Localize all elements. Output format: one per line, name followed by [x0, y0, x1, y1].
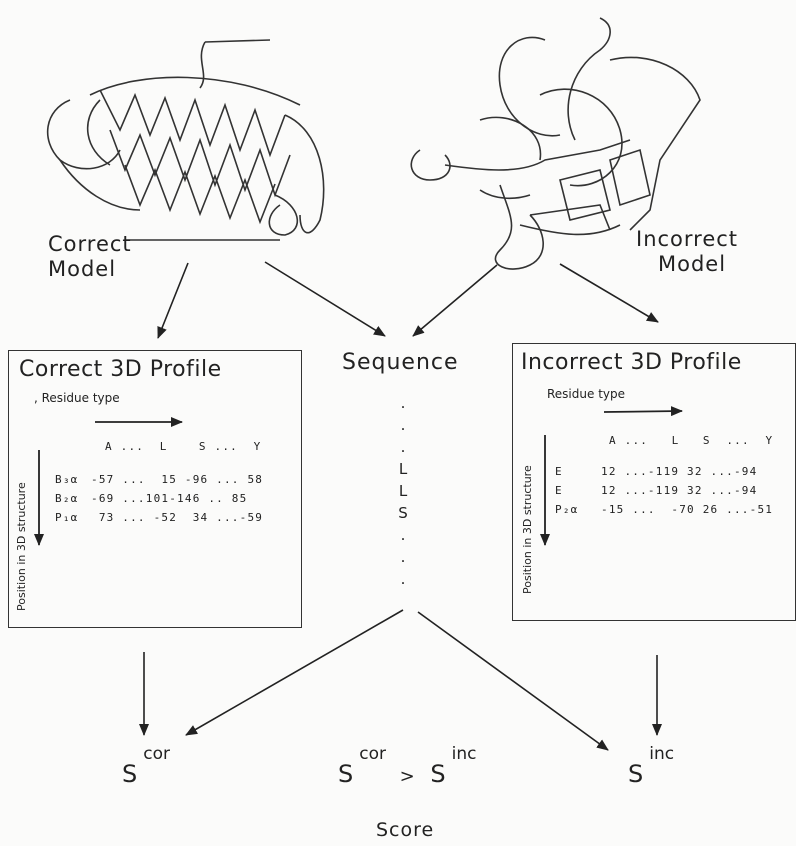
arrow-correct-model-to-profile: [157, 262, 189, 339]
correct-columns-header: A ... L S ... Y: [105, 440, 262, 453]
incorrect-position-label: Position in 3D structure: [521, 465, 534, 594]
profile-row-values: -57 ... 15 -96 ... 58: [91, 473, 264, 486]
correct-model-label: Correct Model: [48, 232, 132, 282]
arrow-sequence-to-score-cor: [185, 609, 404, 736]
profile-row-values: 12 ...-119 32 ...-94: [601, 465, 758, 478]
score-inc-base: S: [628, 760, 644, 788]
score-comparison: Scor > Sinc: [338, 744, 476, 788]
sequence-char: .: [400, 438, 406, 456]
score-cor-sup: cor: [143, 744, 170, 764]
incorrect-profile-title: Incorrect 3D Profile: [521, 350, 742, 375]
profile-row-position: B₂α: [55, 492, 79, 505]
sequence-char: .: [400, 548, 406, 566]
profile-row-position: P₁α: [55, 511, 79, 524]
correct-residue-type-label: , Residue type: [34, 391, 120, 405]
sequence-char: L: [398, 482, 408, 500]
arrow-incorrect-model-to-sequence: [412, 264, 498, 337]
incorrect-model-label-line1: Incorrect: [636, 227, 739, 251]
profile-row-values: 73 ... -52 34 ...-59: [91, 511, 264, 524]
correct-model-structure: [46, 39, 325, 241]
incorrect-model-label: Incorrect Model: [636, 227, 738, 277]
profile-row-position: B₃α: [55, 473, 79, 486]
profile-row-position: E: [555, 465, 563, 478]
compare-left-base: S: [338, 760, 354, 788]
profile-row-values: 12 ...-119 32 ...-94: [601, 484, 758, 497]
incorrect-model-structure: [410, 17, 701, 270]
correct-profile-title: Correct 3D Profile: [19, 357, 222, 382]
incorrect-profile-box: Incorrect 3D Profile Residue type Positi…: [512, 343, 796, 621]
profile-row-position: P₂α: [555, 503, 579, 516]
incorrect-columns-header: A ... L S ... Y: [609, 434, 774, 447]
profile-row-values: -15 ... -70 26 ...-51: [601, 503, 774, 516]
arrow-sequence-to-score-inc: [417, 611, 609, 751]
compare-left-sup: cor: [359, 744, 386, 764]
score-cor: Scor: [122, 744, 170, 788]
compare-operator: >: [399, 766, 415, 787]
sequence-char: L: [398, 460, 408, 478]
correct-model-label-line2: Model: [48, 257, 117, 281]
compare-right-base: S: [430, 760, 446, 788]
score-label: Score: [376, 819, 435, 841]
sequence-label: Sequence: [342, 350, 459, 375]
sequence-char: .: [400, 570, 406, 588]
sequence-char: .: [400, 394, 406, 412]
score-inc-sup: inc: [649, 744, 675, 764]
arrow-correct-model-to-sequence: [264, 261, 386, 337]
correct-model-label-line1: Correct: [48, 232, 132, 256]
correct-profile-box: Correct 3D Profile , Residue type Positi…: [8, 350, 302, 628]
sequence-char: .: [400, 416, 406, 434]
correct-position-label: Position in 3D structure: [15, 482, 28, 611]
sequence-char: S: [398, 504, 408, 522]
incorrect-residue-type-label: Residue type: [547, 387, 625, 401]
score-cor-base: S: [122, 760, 138, 788]
profile-row-position: E: [555, 484, 563, 497]
profile-row-values: -69 ...101-146 .. 85: [91, 492, 248, 505]
incorrect-model-label-line2: Model: [658, 252, 727, 276]
score-inc: Sinc: [628, 744, 674, 788]
sequence-char: .: [400, 526, 406, 544]
arrow-incorrect-model-to-profile: [559, 263, 659, 323]
residue-type-arrow-incorrect: [603, 406, 683, 417]
compare-right-sup: inc: [451, 744, 477, 764]
